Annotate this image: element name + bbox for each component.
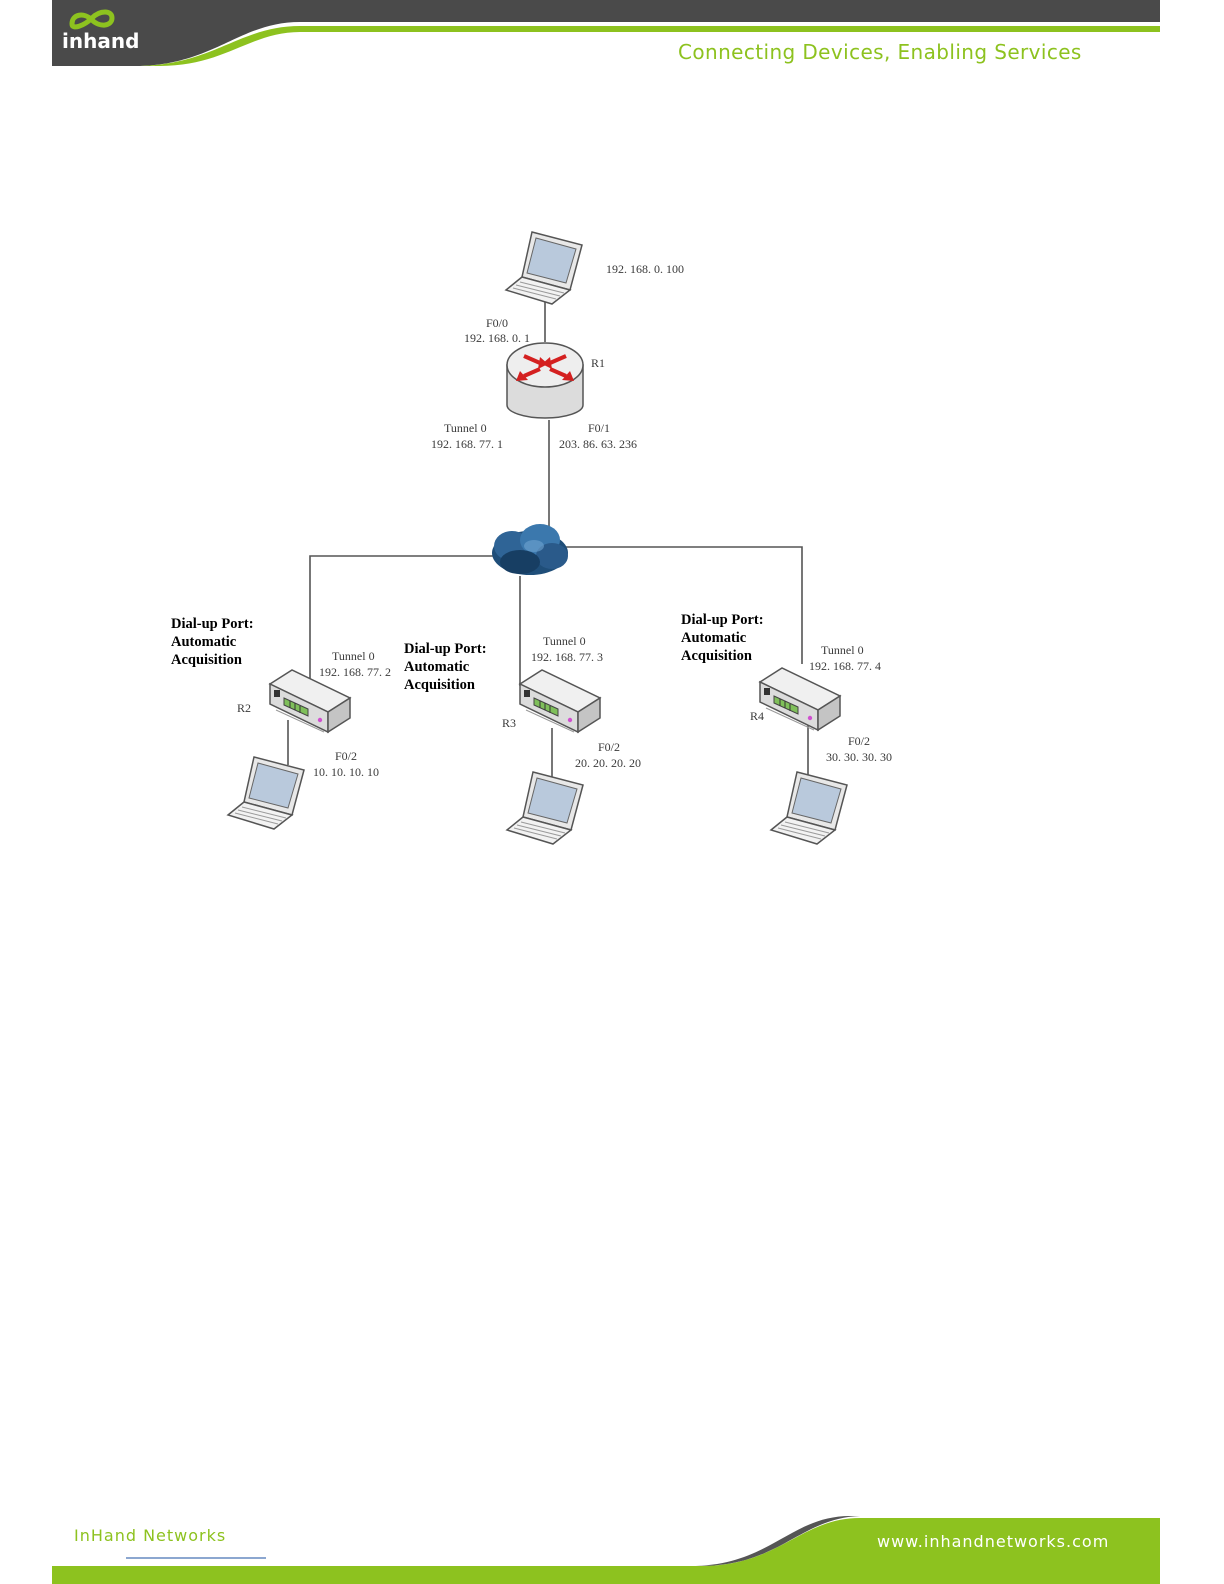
- footer-website: www.inhandnetworks.com: [877, 1532, 1109, 1551]
- network-diagram: 192. 168. 0. 100 R1 F0/0 192. 168. 0. 1 …: [171, 232, 892, 844]
- laptop-icon: [506, 232, 582, 304]
- r2-tunnel-label: Tunnel 0: [332, 649, 375, 663]
- r3-dialup-line1: Dial-up Port:: [404, 641, 487, 657]
- r1-tunnel-label: Tunnel 0: [444, 421, 487, 435]
- r3-f02-ip: 20. 20. 20. 20: [575, 756, 641, 770]
- r1-f00-ip: 192. 168. 0. 1: [464, 331, 530, 345]
- r4-dialup-line1: Dial-up Port:: [681, 612, 764, 628]
- r1-tunnel-ip: 192. 168. 77. 1: [431, 437, 503, 451]
- logo-text: inhand: [62, 29, 139, 53]
- r4-f02-label: F0/2: [848, 734, 870, 748]
- r1-name: R1: [591, 356, 605, 370]
- r3-tunnel-label: Tunnel 0: [543, 634, 586, 648]
- r1-f01-label: F0/1: [588, 421, 610, 435]
- r4-tunnel-ip: 192. 168. 77. 4: [809, 659, 881, 673]
- r2-dialup-line3: Acquisition: [171, 652, 242, 668]
- r4-tunnel-label: Tunnel 0: [821, 643, 864, 657]
- r3-tunnel-ip: 192. 168. 77. 3: [531, 650, 603, 664]
- r2-f02-ip: 10. 10. 10. 10: [313, 765, 379, 779]
- r2-dialup-line1: Dial-up Port:: [171, 616, 254, 632]
- r4-f02-ip: 30. 30. 30. 30: [826, 750, 892, 764]
- internet-cloud-icon: [492, 524, 568, 575]
- r3-name: R3: [502, 716, 516, 730]
- footer-green-band: [52, 1566, 1160, 1584]
- r3-f02-label: F0/2: [598, 740, 620, 754]
- router-r2-icon: [270, 670, 350, 732]
- r3-dialup-line3: Acquisition: [404, 677, 475, 693]
- r2-f02-label: F0/2: [335, 749, 357, 763]
- router-icon: [507, 343, 583, 418]
- router-r4-icon: [760, 668, 840, 730]
- r2-tunnel-ip: 192. 168. 77. 2: [319, 665, 391, 679]
- r4-dialup-line2: Automatic: [681, 630, 747, 646]
- page-footer: InHand Networks www.inhandnetworks.com: [52, 1516, 1160, 1584]
- footer-company: InHand Networks: [74, 1526, 226, 1545]
- header-tagline: Connecting Devices, Enabling Services: [678, 40, 1082, 64]
- r1-f01-ip: 203. 86. 63. 236: [559, 437, 637, 451]
- laptop-icon: [228, 757, 304, 829]
- r4-dialup-line3: Acquisition: [681, 648, 752, 664]
- r3-dialup-line2: Automatic: [404, 659, 470, 675]
- laptop-icon: [507, 772, 583, 844]
- r4-name: R4: [750, 709, 764, 723]
- laptop-icon: [771, 772, 847, 844]
- pc-top-ip: 192. 168. 0. 100: [606, 262, 684, 276]
- r2-name: R2: [237, 701, 251, 715]
- page-header: inhand Connecting Devices, Enabling Serv…: [52, 0, 1160, 66]
- r2-dialup-line2: Automatic: [171, 634, 237, 650]
- router-r3-icon: [520, 670, 600, 732]
- r1-f00-label: F0/0: [486, 316, 508, 330]
